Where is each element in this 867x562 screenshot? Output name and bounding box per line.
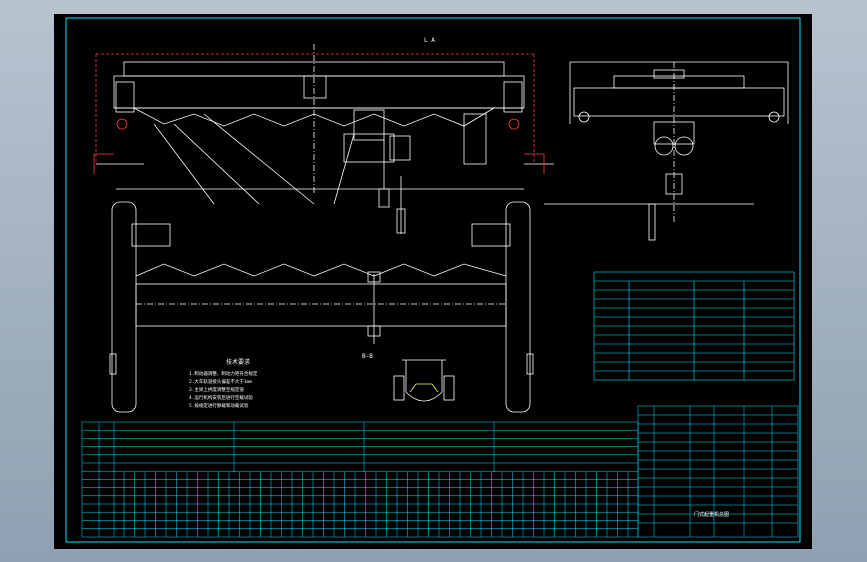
crane-drawing: L A <box>65 17 801 543</box>
note-line: 4.运行机构安装后进行空载试验 <box>189 394 253 401</box>
section-view <box>393 359 455 402</box>
title-block <box>637 405 799 538</box>
drawing-sheet: L A <box>54 14 812 549</box>
span-dimension-label: L A <box>424 37 435 44</box>
drawing-frame <box>65 17 801 543</box>
sheet-title: 门式起重机总图 <box>694 511 729 518</box>
note-line: 1.制动器调整，制动力矩符合规定 <box>189 370 258 377</box>
title-block-border <box>637 405 799 538</box>
plan-view <box>109 201 534 413</box>
section-label: B-B <box>362 353 373 360</box>
note-line: 2.大车轨道接头偏差不大于1mm <box>189 378 252 385</box>
side-view <box>544 61 789 241</box>
spec-table <box>81 421 639 538</box>
elevation-view <box>93 44 554 234</box>
technical-notes: 技术要求 1.制动器调整，制动力矩符合规定 2.大车轨道接头偏差不大于1mm 3… <box>189 358 258 409</box>
parameter-table <box>593 271 795 381</box>
note-line: 5.按规定进行静载和动载试验 <box>189 402 249 409</box>
note-line: 3.主梁上拱度调整至规定值 <box>189 386 244 393</box>
notes-title: 技术要求 <box>226 358 250 366</box>
